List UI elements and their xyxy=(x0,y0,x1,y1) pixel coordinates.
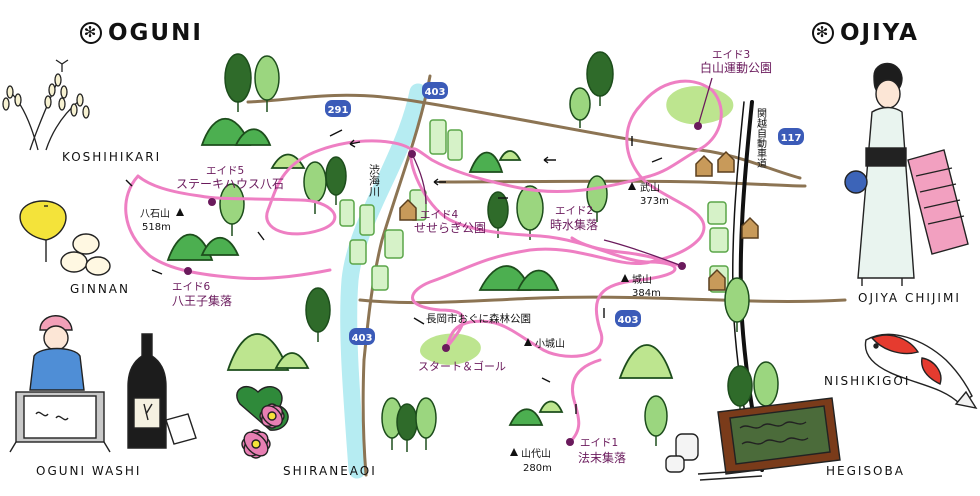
route-badge-403-north: 403 xyxy=(422,82,448,99)
houses xyxy=(399,150,759,291)
route-badge-291: 291 xyxy=(325,100,351,117)
oguni-header: ✻ OGUNI xyxy=(80,20,203,46)
route-badge-403-east: 403 xyxy=(615,310,641,327)
shiroyama-elev: 384m xyxy=(632,288,661,299)
aid2-place: 時水集落 xyxy=(550,217,598,232)
expressway-label: 関越自動車道 xyxy=(755,108,767,168)
route-south-spur xyxy=(568,358,602,444)
aid2-name: エイド2 xyxy=(555,205,593,217)
aid3-name: エイド3 xyxy=(712,49,750,61)
aid4-place: せせらぎ公園 xyxy=(414,221,486,235)
hills xyxy=(166,117,674,426)
koshiroyama-name: 小城山 xyxy=(535,338,565,350)
aid6-place: 八王子集落 xyxy=(172,293,232,308)
road-north xyxy=(246,93,802,180)
sake-illustration xyxy=(127,333,197,449)
oguni-washi-label: OGUNI WASHI xyxy=(36,464,142,478)
takeyama-elev: 373m xyxy=(640,196,669,207)
route-badge-403-north-label: 403 xyxy=(425,87,446,98)
forest-park-area xyxy=(420,333,481,365)
river-label: 渋海川 xyxy=(368,164,381,197)
nishikigoi-label: NISHIKIGOI xyxy=(824,374,911,388)
oguni-title: OGUNI xyxy=(108,20,203,46)
road-main xyxy=(358,295,847,305)
river xyxy=(340,83,427,479)
oguni-mark-icon: ✻ xyxy=(80,22,102,44)
aid-labels: エイド3 白山運動公園 エイド5 ステーキハウス八石 エイド4 せせらぎ公園 エ… xyxy=(172,49,772,465)
route-badge-117-label: 117 xyxy=(781,133,802,144)
peaks xyxy=(176,182,636,456)
route-badge-403-east-label: 403 xyxy=(618,315,639,326)
hegisoba-label: HEGISOBA xyxy=(826,464,905,478)
yamatsuyama-name: 山代山 xyxy=(521,448,551,460)
hegisoba-illustration xyxy=(665,397,841,481)
koi-illustration xyxy=(864,333,978,410)
yamatsuyama-elev: 280m xyxy=(523,463,552,474)
forest-park-label: 長岡市おぐに森林公園 xyxy=(426,312,531,325)
aid5-place: ステーキハウス八石 xyxy=(176,177,284,191)
route-badge-291-label: 291 xyxy=(328,105,349,116)
aid5-name: エイド5 xyxy=(206,165,244,177)
ginnan-label: GINNAN xyxy=(70,282,130,296)
ojiya-chijimi-label: OJIYA CHIJIMI xyxy=(858,291,961,305)
route-main-loop xyxy=(411,79,723,350)
map-labels: 長岡市おぐに森林公園 八石山 518m 武山 373m 城山 384m 小城山 … xyxy=(140,181,669,474)
ginnan-illustration xyxy=(19,200,111,276)
trees xyxy=(219,51,779,452)
koshihikari-label: KOSHIHIKARI xyxy=(62,150,162,164)
washi-illustration xyxy=(9,315,111,453)
hakkoku-name: 八石山 xyxy=(140,208,170,220)
shiraneaoi-illustration xyxy=(236,386,289,459)
shiroyama-name: 城山 xyxy=(632,274,652,286)
route-badge-117: 117 xyxy=(778,128,804,145)
ojiya-title: OJIYA xyxy=(840,20,919,46)
aid6-marker xyxy=(184,267,192,275)
ojiya-woman-illustration xyxy=(844,62,969,286)
aid5-marker xyxy=(208,198,216,206)
takeyama-name: 武山 xyxy=(640,181,660,194)
road-south xyxy=(361,358,368,477)
aid6-name: エイド6 xyxy=(172,281,210,293)
aid1-name: エイド1 xyxy=(580,437,618,449)
road-badges: 291 403 403 117 403 xyxy=(325,82,804,345)
leader-lines xyxy=(411,77,713,267)
aid1-place: 法末集落 xyxy=(578,450,626,465)
ojiya-header: ✻ OJIYA xyxy=(812,20,919,46)
roads xyxy=(246,74,847,477)
route-badge-403-west-label: 403 xyxy=(352,333,373,344)
route-south-loop xyxy=(444,234,677,358)
aid1-marker xyxy=(566,438,574,446)
shiraneaoi-label: SHIRANEAOI xyxy=(283,464,377,478)
route-arrows xyxy=(125,129,663,414)
route-badge-403-west: 403 xyxy=(349,328,375,345)
ojiya-mark-icon: ✻ xyxy=(812,22,834,44)
aid4-name: エイド4 xyxy=(420,209,458,221)
route-north-loop xyxy=(409,147,652,238)
aid3-place: 白山運動公園 xyxy=(700,60,772,75)
rice-illustration xyxy=(2,59,90,151)
start-goal-marker xyxy=(442,344,450,352)
road-east xyxy=(438,179,807,188)
start-goal-label: スタート＆ゴール xyxy=(418,359,506,373)
road-vertical xyxy=(362,74,432,362)
hakkoku-elev: 518m xyxy=(142,222,171,233)
route-aid2-spur xyxy=(570,236,682,268)
route-course xyxy=(124,79,723,444)
